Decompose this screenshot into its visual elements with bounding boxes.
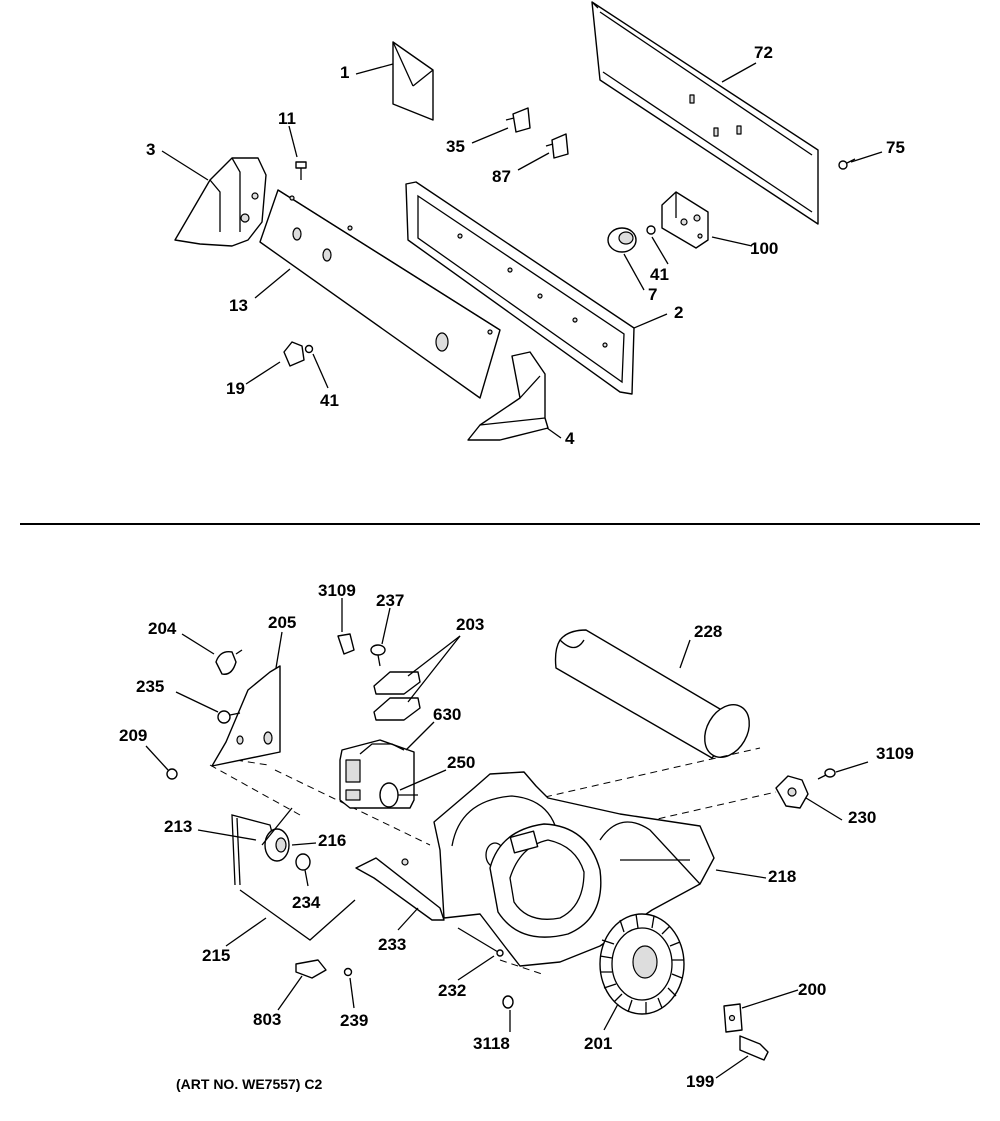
- label-41a: 41: [650, 265, 669, 284]
- label-630: 630: [433, 705, 461, 724]
- part-11-screw: [295, 161, 307, 180]
- label-199: 199: [686, 1072, 714, 1091]
- label-3118: 3118: [473, 1034, 510, 1053]
- part-250-pulley: [379, 782, 418, 808]
- part-235-screw: [217, 710, 241, 724]
- label-203: 203: [456, 615, 484, 634]
- label-250: 250: [447, 753, 475, 772]
- part-41a-clip: [646, 225, 656, 235]
- label-803: 803: [253, 1010, 281, 1029]
- part-41b-clip: [304, 344, 314, 354]
- label-11: 11: [278, 109, 296, 128]
- part-87-clip: [545, 133, 569, 159]
- label-4: 4: [565, 429, 575, 448]
- part-216-idler-pulley: [261, 807, 293, 862]
- part-218-front-ring: [489, 823, 602, 938]
- top-leader-lines: [161, 62, 883, 439]
- part-2-control-frame: [405, 181, 635, 395]
- label-13: 13: [229, 296, 248, 315]
- label-204: 204: [148, 619, 177, 638]
- label-239: 239: [340, 1011, 368, 1030]
- label-100: 100: [750, 239, 778, 258]
- part-1-envelope: [392, 41, 434, 121]
- bottom-part-labels: 3109 237 204 205 203 228 235 630 209 250…: [119, 581, 914, 1091]
- label-218: 218: [768, 867, 796, 886]
- label-3109b: 3109: [876, 744, 914, 763]
- label-234: 234: [292, 893, 321, 912]
- label-235: 235: [136, 677, 164, 696]
- part-233-bracket: [355, 857, 445, 921]
- part-630-motor: [339, 739, 415, 809]
- label-2: 2: [674, 303, 683, 322]
- part-203-clamp-b: [373, 697, 421, 721]
- part-72-rear-panel: [591, 1, 819, 225]
- art-number: (ART NO. WE7557) C2: [176, 1076, 322, 1092]
- blower-fins: [599, 913, 684, 1014]
- label-3109a: 3109: [318, 581, 356, 600]
- label-41b: 41: [320, 391, 339, 410]
- part-7-knob: [607, 227, 637, 253]
- bottom-assembly: [166, 629, 836, 1061]
- part-100-switch: [661, 191, 709, 249]
- part-19-knob: [283, 341, 305, 367]
- label-19: 19: [226, 379, 245, 398]
- part-75-screw: [838, 158, 856, 170]
- label-72: 72: [754, 43, 773, 62]
- label-75: 75: [886, 138, 905, 157]
- part-3-left-endcap: [174, 157, 267, 247]
- part-237-screw: [370, 644, 386, 667]
- part-200-bracket: [723, 1003, 743, 1033]
- label-213: 213: [164, 817, 192, 836]
- part-3109a-clip: [337, 633, 355, 655]
- label-230: 230: [848, 808, 876, 827]
- part-232-rod: [457, 927, 504, 957]
- label-215: 215: [202, 946, 230, 965]
- label-232: 232: [438, 981, 466, 1000]
- top-assembly: [174, 1, 856, 441]
- label-7: 7: [648, 285, 657, 304]
- label-201: 201: [584, 1034, 612, 1053]
- label-1: 1: [340, 63, 349, 82]
- label-209: 209: [119, 726, 147, 745]
- label-216: 216: [318, 831, 346, 850]
- part-199-roller: [739, 1035, 769, 1061]
- part-228-duct: [554, 629, 750, 759]
- part-203-clamp-a: [373, 671, 421, 695]
- part-3118-screw: [502, 995, 514, 1009]
- part-4-right-endcap: [467, 351, 549, 441]
- top-part-labels: 1 72 11 3 35 75 87 100 41 7 13 2 19 41 4: [146, 43, 905, 448]
- label-200: 200: [798, 980, 826, 999]
- part-239-screw: [343, 967, 353, 977]
- part-205-bracket: [211, 665, 281, 767]
- part-803-switch: [295, 959, 327, 979]
- part-215-belt-rod: [239, 889, 356, 941]
- part-234-nut: [295, 853, 311, 871]
- label-233: 233: [378, 935, 406, 954]
- label-228: 228: [694, 622, 722, 641]
- label-87: 87: [492, 167, 511, 186]
- part-201-blower-wheel: [599, 913, 685, 1015]
- part-204-clip: [215, 649, 243, 675]
- label-205: 205: [268, 613, 296, 632]
- part-35-clip: [505, 107, 531, 133]
- bottom-leader-lines: [145, 598, 869, 1079]
- part-209-nut: [166, 768, 178, 780]
- label-35: 35: [446, 137, 465, 156]
- label-237: 237: [376, 591, 404, 610]
- part-13-console-panel: [259, 189, 501, 399]
- label-3: 3: [146, 140, 155, 159]
- part-230-clip: [775, 775, 809, 809]
- part-3109b-screw: [817, 768, 836, 780]
